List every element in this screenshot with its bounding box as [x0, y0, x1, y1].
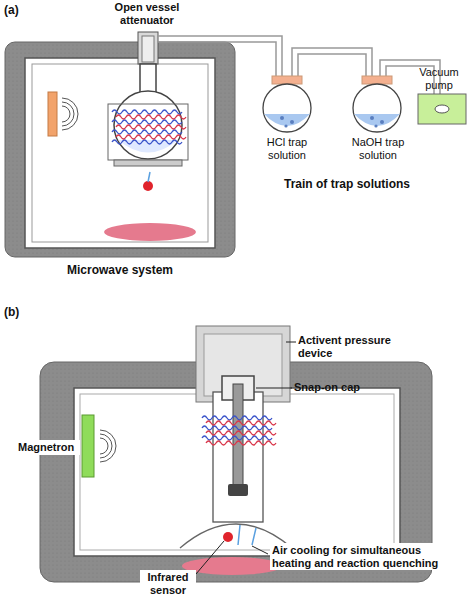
panel-label: (a) — [4, 4, 34, 18]
part-label: Activent pressure device — [298, 334, 408, 359]
microwave-wave — [112, 110, 182, 114]
part-label: NaOH trap solution — [340, 136, 416, 161]
air-flow — [238, 525, 256, 545]
microwave-housing-a — [5, 42, 235, 257]
microwave-wave — [202, 426, 272, 430]
microwave-wave — [202, 436, 272, 440]
section-label: Microwave system — [40, 264, 200, 278]
reaction-vessel — [213, 376, 263, 522]
vacuum-pump — [418, 94, 466, 124]
microwave-wave — [116, 135, 186, 139]
part-label: Air cooling for simultaneous heating and… — [270, 543, 450, 570]
tubing — [158, 36, 440, 94]
magnetron-bar — [48, 92, 57, 136]
part-label: Vacuum pump — [407, 66, 471, 91]
microwave-wave — [112, 130, 182, 134]
part-label: Open vessel attenuator — [92, 1, 202, 26]
part-label: Magnetron — [16, 440, 80, 455]
microwave-wave — [206, 431, 276, 435]
hcl-trap-flask — [263, 76, 311, 132]
microwave-wave — [116, 125, 186, 129]
reaction-flask — [108, 64, 188, 166]
section-label: Train of trap solutions — [262, 178, 432, 192]
leader-lines — [196, 342, 296, 574]
microwave-emission — [62, 98, 78, 130]
naoh-trap-flask — [353, 76, 401, 132]
panel-label: (b) — [4, 306, 34, 320]
sensor-dot — [223, 532, 233, 542]
sensor-dot — [143, 181, 153, 191]
microwave-emission — [62, 106, 70, 122]
part-label: HCl trap solution — [252, 136, 322, 161]
part-label: Infrared sensor — [140, 570, 196, 597]
air-cooling-pad — [104, 223, 196, 241]
microwave-emission — [100, 434, 112, 458]
microwave-emission — [62, 102, 74, 126]
part-label: Snap-on cap — [294, 381, 384, 394]
microwave-wave — [202, 416, 272, 420]
microwave-emission — [100, 430, 116, 462]
open-vessel-attenuator — [138, 32, 158, 64]
microwave-emission — [100, 438, 108, 454]
magnetron-bar — [82, 415, 94, 477]
microwave-wave — [112, 140, 182, 144]
air-flow — [148, 172, 150, 182]
microwave-wave — [206, 421, 276, 425]
microwave-wave — [112, 120, 182, 124]
microwave-wave — [116, 115, 186, 119]
microwave-wave — [206, 441, 276, 445]
